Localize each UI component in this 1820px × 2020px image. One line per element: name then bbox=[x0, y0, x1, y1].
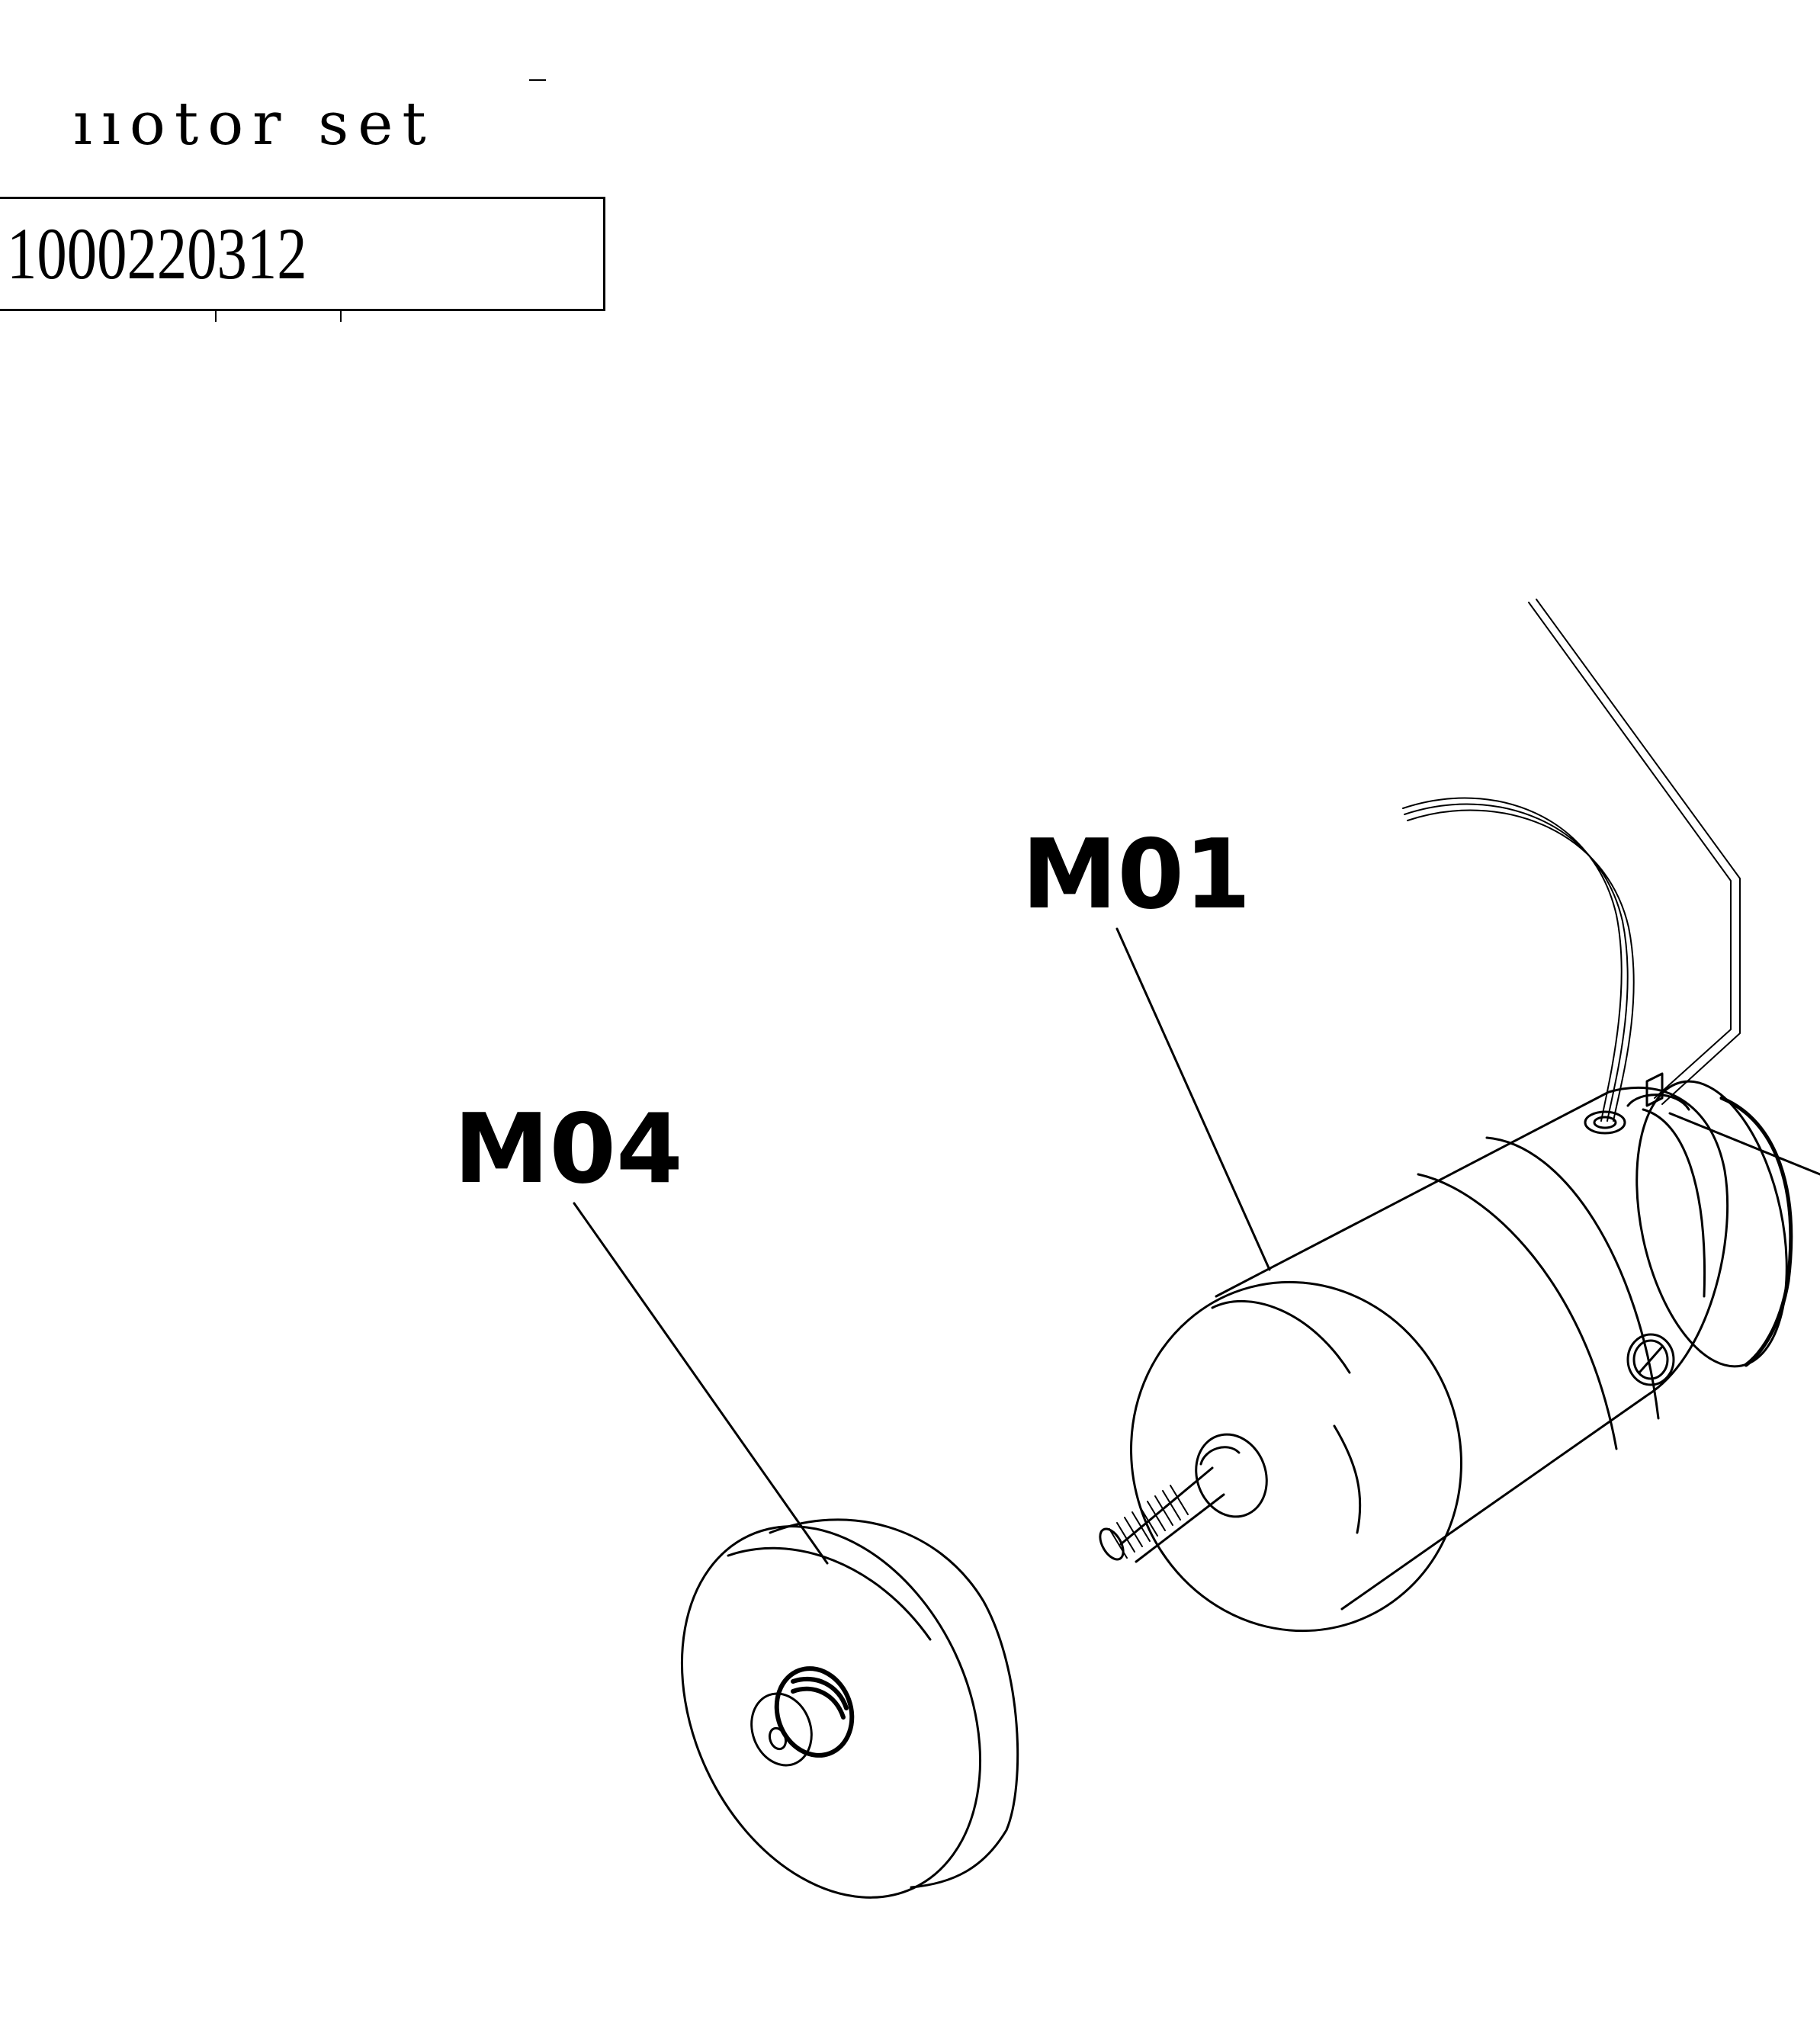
motor-wire-grommet-inner bbox=[1593, 1116, 1617, 1129]
callout-m01: M01 bbox=[1022, 818, 1251, 930]
pulley-m04 bbox=[680, 1518, 1019, 1899]
motor-body-outline bbox=[1215, 1086, 1729, 1611]
motor-back-flange bbox=[1635, 1080, 1788, 1368]
motor-side-screw-slot bbox=[1638, 1345, 1664, 1374]
pulley-hub-bore bbox=[768, 1726, 788, 1751]
motor-shaft-collar bbox=[1195, 1433, 1268, 1518]
motor-shaft bbox=[1119, 1466, 1225, 1563]
motor-body-band-1 bbox=[1417, 1173, 1618, 1450]
motor-body-band-2 bbox=[1485, 1136, 1660, 1420]
motor-ground-wire bbox=[1528, 599, 1741, 1105]
box-tick-mark bbox=[215, 310, 217, 322]
motor-back-flange-edge bbox=[1719, 1096, 1793, 1367]
motor-front-cap-rim bbox=[1211, 1299, 1351, 1374]
motor-shaft-collar-ring bbox=[1199, 1446, 1241, 1466]
motor-m01 bbox=[1099, 599, 1820, 1633]
motor-exit-line bbox=[1668, 1112, 1820, 1176]
motor-wire-grommet bbox=[1584, 1110, 1626, 1135]
leader-line-m04 bbox=[573, 1202, 829, 1565]
motor-side-screw-inner bbox=[1632, 1339, 1669, 1380]
leader-line-m01 bbox=[1115, 927, 1271, 1271]
part-number-box: 1000220312 bbox=[0, 197, 605, 311]
callout-m04: M04 bbox=[454, 1093, 683, 1205]
pulley-face bbox=[680, 1525, 982, 1899]
pulley-hub-grooves bbox=[791, 1676, 849, 1720]
pulley-hub-front bbox=[750, 1692, 813, 1767]
header-dash bbox=[529, 79, 546, 81]
part-number: 1000220312 bbox=[7, 213, 307, 294]
motor-body-band-3 bbox=[1642, 1108, 1706, 1298]
motor-front-cap bbox=[1130, 1280, 1462, 1633]
sheet-title: ııotor set bbox=[73, 90, 435, 159]
pulley-hub-back bbox=[774, 1666, 855, 1758]
motor-shaft-tip bbox=[1099, 1527, 1125, 1561]
motor-shaft-thread bbox=[1109, 1485, 1189, 1559]
motor-terminal-block bbox=[1645, 1072, 1664, 1107]
pulley-rim-back bbox=[769, 1518, 1019, 1889]
motor-side-screw bbox=[1626, 1333, 1675, 1386]
motor-front-cap-shade bbox=[1333, 1424, 1362, 1534]
motor-lead-wires bbox=[1402, 797, 1635, 1122]
box-tick-mark bbox=[340, 310, 342, 322]
pulley-face-rim bbox=[727, 1546, 932, 1641]
